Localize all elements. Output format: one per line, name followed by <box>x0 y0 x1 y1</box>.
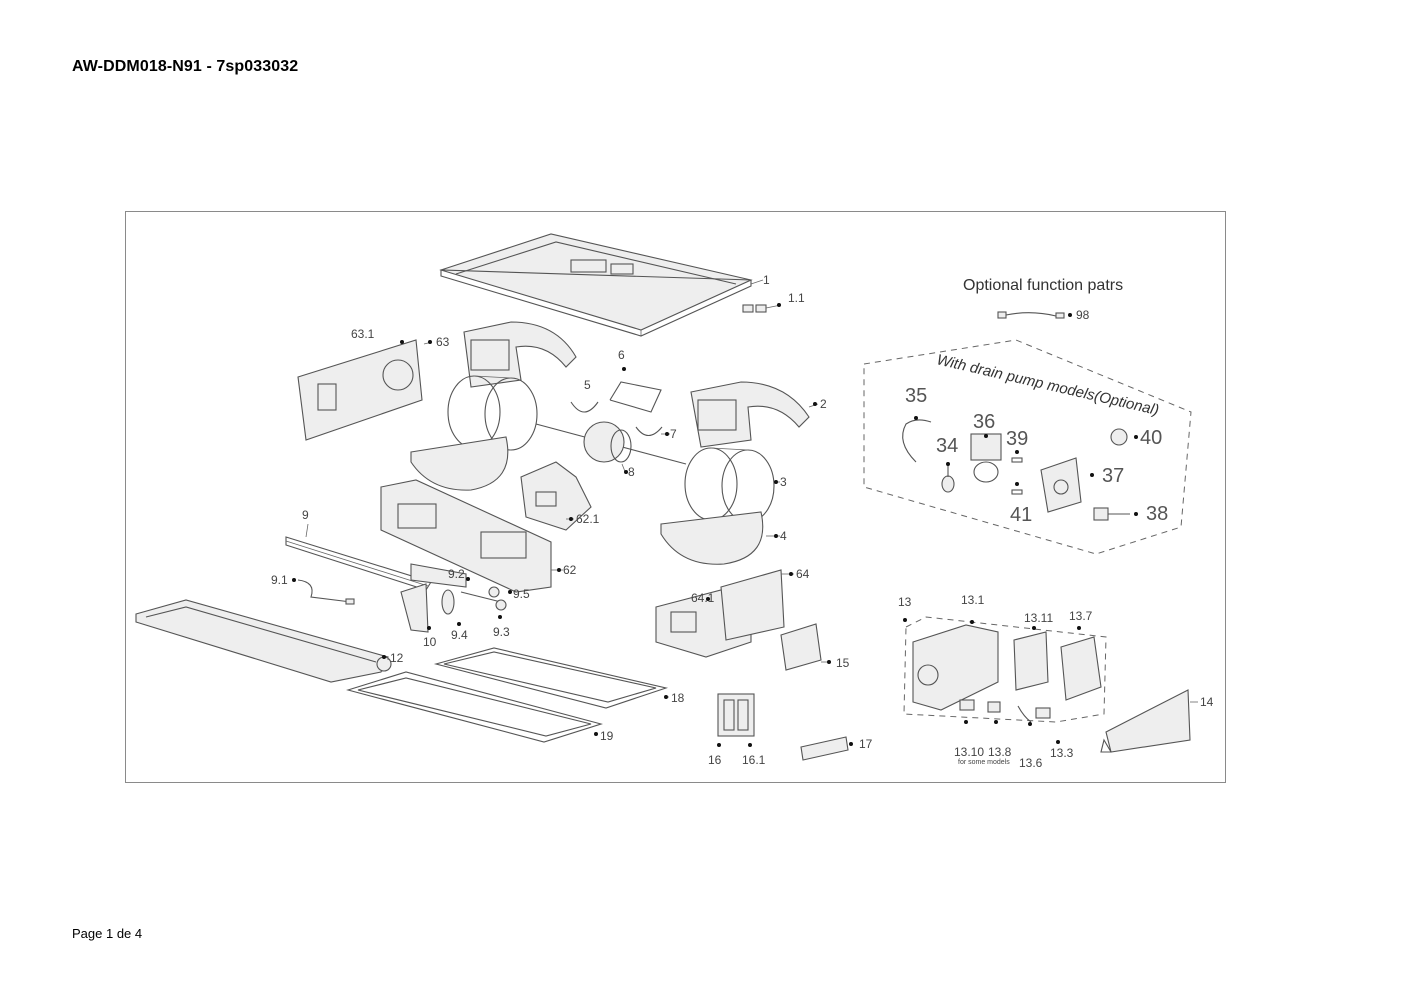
part-lower-volute-left <box>410 436 509 491</box>
label-62-1: 62.1 <box>576 512 600 526</box>
part-fan-volute-left <box>463 321 577 388</box>
part-piping-assembly <box>400 563 507 633</box>
label-62: 62 <box>563 563 577 577</box>
label-13-11: 13.11 <box>1024 611 1053 625</box>
label-1: 1 <box>763 273 770 287</box>
part-electric-box-cover <box>720 569 785 641</box>
part-partition-plate <box>380 479 552 593</box>
label-3: 3 <box>780 475 787 489</box>
label-36: 36 <box>973 411 995 433</box>
label-18: 18 <box>671 691 685 705</box>
label-13-1: 13.1 <box>961 593 985 607</box>
label-63: 63 <box>436 335 450 349</box>
label-9-3: 9.3 <box>493 625 510 639</box>
part-motor-bracket-6 <box>609 381 662 413</box>
label-2: 2 <box>820 397 827 411</box>
label-19: 19 <box>600 729 614 743</box>
label-7: 7 <box>670 427 677 441</box>
note-some-models: for some models <box>958 759 1010 766</box>
part-fan-motor <box>535 421 687 465</box>
part-drain-cap <box>1110 428 1128 446</box>
part-pump-bracket <box>1040 457 1082 513</box>
part-electric-cover-plate <box>1100 689 1191 753</box>
label-16-1: 16.1 <box>742 753 766 767</box>
part-display-cover <box>800 736 849 761</box>
label-9-5: 9.5 <box>513 587 530 601</box>
label-38: 38 <box>1146 503 1168 525</box>
drain-pump-heading: With drain pump models(Optional) <box>935 351 1160 419</box>
label-12: 12 <box>390 651 404 665</box>
part-filter <box>346 671 603 743</box>
label-39: 39 <box>1006 428 1028 450</box>
part-drain-outlet <box>1093 507 1130 521</box>
part-temp-sensor <box>297 579 355 605</box>
part-electric-control-box <box>912 624 999 711</box>
part-terminal-13-3 <box>1035 707 1051 719</box>
part-wire-13-6 <box>1017 705 1032 723</box>
exploded-view-diagram: 1 1.1 63.1 63 2 3 <box>125 211 1226 783</box>
label-9-1: 9.1 <box>271 573 288 587</box>
part-drain-pan <box>135 599 392 683</box>
part-transformer <box>1060 636 1102 701</box>
label-37: 37 <box>1102 465 1124 487</box>
label-41: 41 <box>1010 504 1032 526</box>
label-13-3: 13.3 <box>1050 746 1074 760</box>
page-footer: Page 1 de 4 <box>72 926 143 941</box>
label-40: 40 <box>1140 427 1162 449</box>
label-8: 8 <box>628 465 635 479</box>
part-filter-frame <box>433 647 669 709</box>
document-title: AW-DDM018-N91 - 7sp033032 <box>72 58 299 75</box>
part-relay-13-10 <box>959 699 975 711</box>
part-cover-clips <box>742 304 767 313</box>
part-motor-support <box>520 461 592 531</box>
label-10: 10 <box>423 635 437 649</box>
part-lower-volute-right <box>660 511 764 565</box>
part-pump-screw-41 <box>1011 489 1023 495</box>
part-fan-volute-right <box>690 381 810 448</box>
label-9-2: 9.2 <box>448 567 465 581</box>
part-back-panel <box>297 339 423 441</box>
part-drain-hose <box>902 419 932 463</box>
part-connection-wire <box>997 311 1065 319</box>
label-15: 15 <box>836 656 850 670</box>
label-13-7: 13.7 <box>1069 609 1093 623</box>
label-5: 5 <box>584 378 591 392</box>
label-98: 98 <box>1076 308 1090 322</box>
label-35: 35 <box>905 385 927 407</box>
label-13-6: 13.6 <box>1019 756 1043 770</box>
label-17: 17 <box>859 737 873 751</box>
part-main-pcb <box>1013 631 1049 691</box>
label-9-4: 9.4 <box>451 628 468 642</box>
part-top-cover <box>439 233 753 337</box>
part-float-switch <box>941 462 955 493</box>
label-13-8: 13.8 <box>988 745 1012 759</box>
label-16: 16 <box>708 753 722 767</box>
label-13-10: 13.10 <box>954 745 984 759</box>
label-14: 14 <box>1200 695 1214 709</box>
label-6: 6 <box>618 348 625 362</box>
part-evaporator <box>285 536 432 591</box>
label-34: 34 <box>936 435 958 457</box>
part-drain-pump <box>970 433 1002 483</box>
part-motor-clamp-5 <box>570 401 599 413</box>
label-64-1: 64.1 <box>691 591 715 605</box>
part-blower-wheel-right <box>684 447 775 523</box>
diagram-canvas: 1 1.1 63.1 63 2 3 <box>135 233 1214 770</box>
electric-box-group-outline <box>903 616 1107 723</box>
part-motor-clamp-7 <box>635 426 663 437</box>
part-capacitor-13-8 <box>987 701 1001 713</box>
part-control-board <box>780 623 822 671</box>
label-9: 9 <box>302 508 309 522</box>
optional-heading: Optional function patrs <box>963 277 1123 294</box>
label-63-1: 63.1 <box>351 327 375 341</box>
label-64: 64 <box>796 567 810 581</box>
label-4: 4 <box>780 529 787 543</box>
part-display-panel <box>717 693 755 737</box>
label-13: 13 <box>898 595 912 609</box>
label-1-1: 1.1 <box>788 291 805 305</box>
part-pump-screw-39 <box>1011 457 1023 463</box>
